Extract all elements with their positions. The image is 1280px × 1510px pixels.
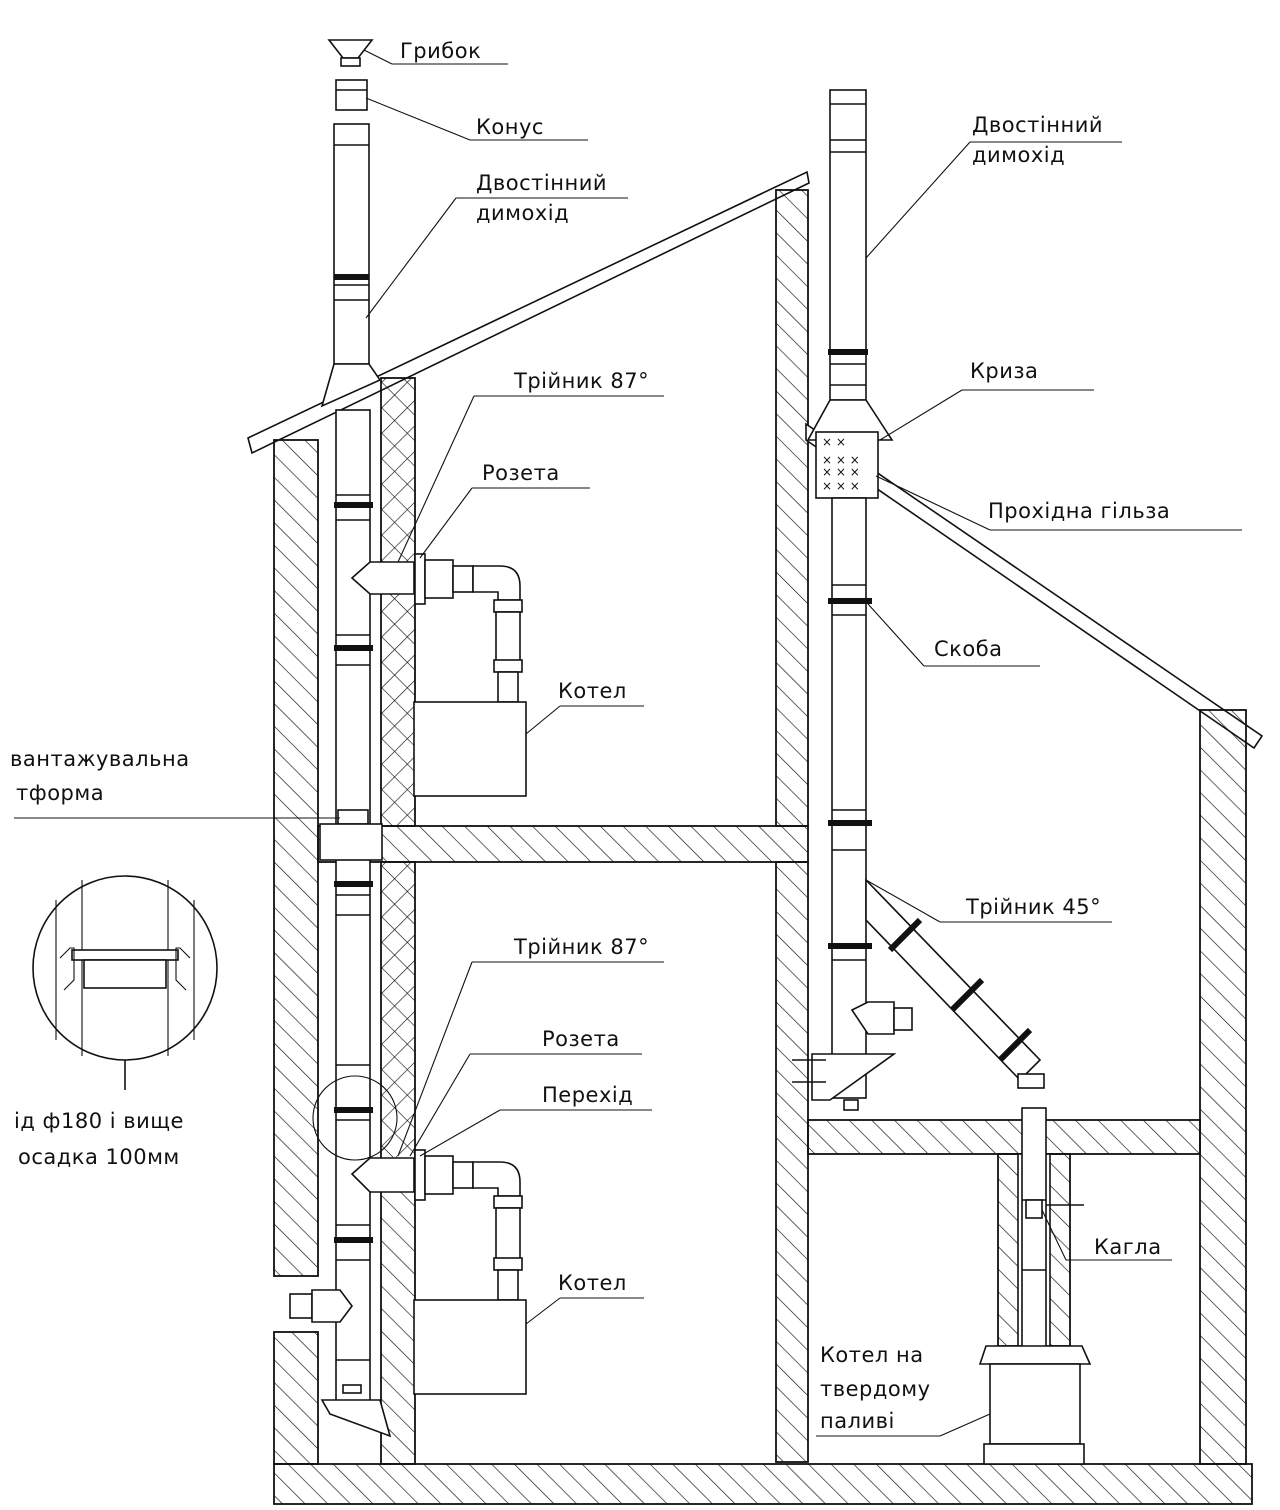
label-chimney-right-1: Двостінний [972,113,1103,137]
solid-fuel-boiler [989,1363,1081,1445]
label-bracket: Скоба [934,637,1003,661]
left-outer-wall [273,439,319,1277]
ground-slab [273,1463,1253,1505]
boiler-lower [413,1299,527,1395]
svg-text:× × ×: × × × [822,453,860,467]
label-cone: Конус [476,115,544,139]
floor-slab-right [807,1119,1201,1155]
damper [1025,1199,1043,1219]
left-lower-connector [350,1149,527,1395]
left-building [247,170,1253,1505]
labels: Грибок Конус Двостінний димохід Трійник … [10,39,1170,1433]
detail-marker [312,1075,398,1161]
label-flashing: Криза [970,359,1038,383]
boiler-upper [413,701,527,797]
insulation-upper [380,377,416,827]
floor-slab-left [317,825,809,863]
label-chimney-left-2: димохід [476,201,569,225]
left-flashing [320,363,382,408]
label-tee-87-lower: Трійник 87° [513,935,649,959]
label-load-platform-1: вантажувальна [10,747,190,771]
label-tee-45: Трійник 45° [965,895,1101,919]
svg-text:× × ×: × × × [822,479,860,493]
label-boiler-lower: Котел [558,1271,627,1295]
right-outer-wall [1199,709,1247,1465]
leader-lines [14,49,1242,1437]
left-upper-connector [350,553,527,797]
inner-chimney-wall [380,1159,416,1465]
right-roof [805,422,1264,750]
load-platform [337,809,369,825]
label-pass-sleeve: Прохідна гільза [988,499,1170,523]
label-chimney-right-2: димохід [972,143,1065,167]
label-adapter: Перехід [542,1083,633,1107]
label-rosette-upper: Розета [482,461,560,485]
left-cleanout [289,1293,313,1319]
right-building [805,422,1264,1465]
right-flashing [806,399,894,441]
wall-bracket [811,1053,897,1101]
svg-text:× ×: × × [822,435,846,449]
label-detail-note-2: осадка 100мм [18,1145,180,1169]
mushroom-cap [327,39,374,59]
label-tee-87-upper: Трійник 87° [513,369,649,393]
label-boiler-upper: Котел [558,679,627,703]
label-mushroom: Грибок [400,39,481,63]
label-damper: Кагла [1094,1235,1162,1259]
label-detail-note-1: ід ф180 і вище [14,1109,184,1133]
label-solid-fuel-boiler-1: Котел на [820,1343,924,1367]
left-inner-wall-lower [775,861,809,1463]
pass-sleeve [815,431,879,499]
left-inner-wall-upper [775,189,809,827]
cone-top [335,79,368,111]
label-chimney-left-1: Двостінний [476,171,607,195]
svg-text:× × ×: × × × [822,465,860,479]
right-chimney: × × × × × × × × × × × [792,89,1092,1465]
insulation-lower [380,861,416,1163]
detail-callout [32,875,218,1090]
left-base-support [320,1399,392,1438]
left-pipe-top [333,123,370,365]
label-load-platform-2: тформа [16,781,104,805]
label-rosette-lower: Розета [542,1027,620,1051]
label-solid-fuel-boiler-3: паливі [820,1409,895,1433]
left-outer-wall-lower [273,1331,319,1465]
label-solid-fuel-boiler-2: твердому [820,1377,931,1401]
